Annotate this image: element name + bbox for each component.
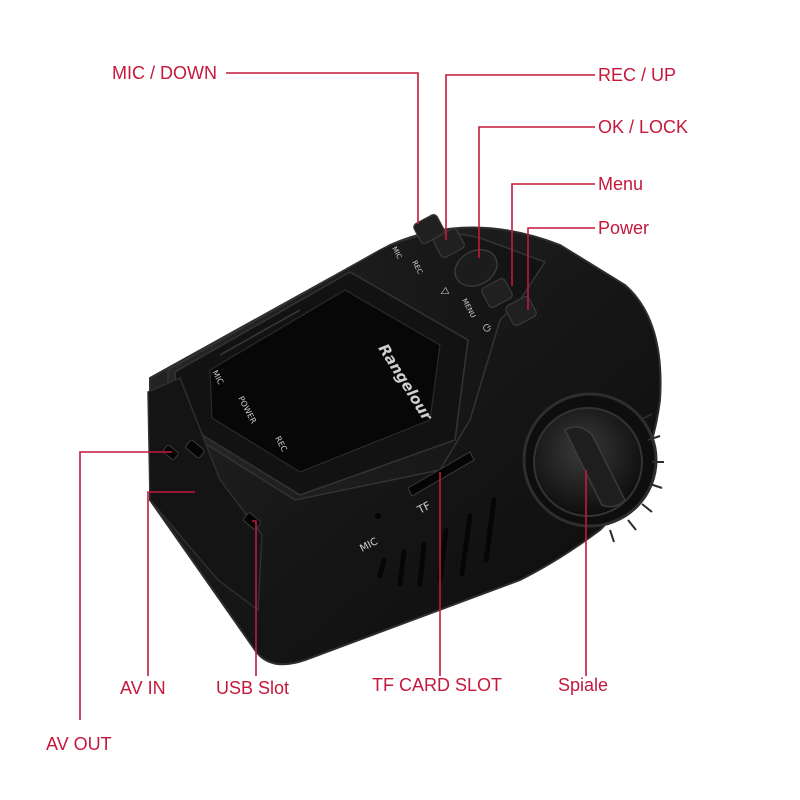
callout-av-in: AV IN — [120, 678, 166, 698]
callout-usb-slot: USB Slot — [216, 678, 290, 698]
tf-card-slot — [407, 451, 475, 497]
callout-av-out: AV OUT — [46, 734, 112, 754]
vent-slots — [377, 497, 497, 587]
av-in-port — [185, 439, 205, 459]
callout-menu: Menu — [598, 174, 644, 194]
button-ok-lock[interactable] — [449, 243, 504, 294]
knob-teeth — [609, 413, 664, 543]
screen-reflection — [219, 309, 301, 356]
lcd-screen — [209, 289, 441, 473]
callout-rec-up: REC / UP — [598, 65, 677, 85]
side-label-tf: TF — [414, 499, 433, 517]
spiale-knob-ridge — [564, 426, 626, 508]
side-port-block — [147, 377, 263, 612]
callout-tf-card-slot: TF CARD SLOT — [372, 675, 503, 695]
callout-spiale: Spiale — [558, 675, 609, 695]
button-menu[interactable] — [480, 277, 513, 309]
callout-power: Power — [598, 218, 650, 238]
callout-mic-down: MIC / DOWN — [112, 63, 217, 83]
mic-hole — [375, 513, 381, 519]
leader-lines — [79, 72, 595, 720]
button-rec-up[interactable] — [432, 227, 465, 259]
callout-ok-lock: OK / LOCK — [598, 117, 689, 137]
